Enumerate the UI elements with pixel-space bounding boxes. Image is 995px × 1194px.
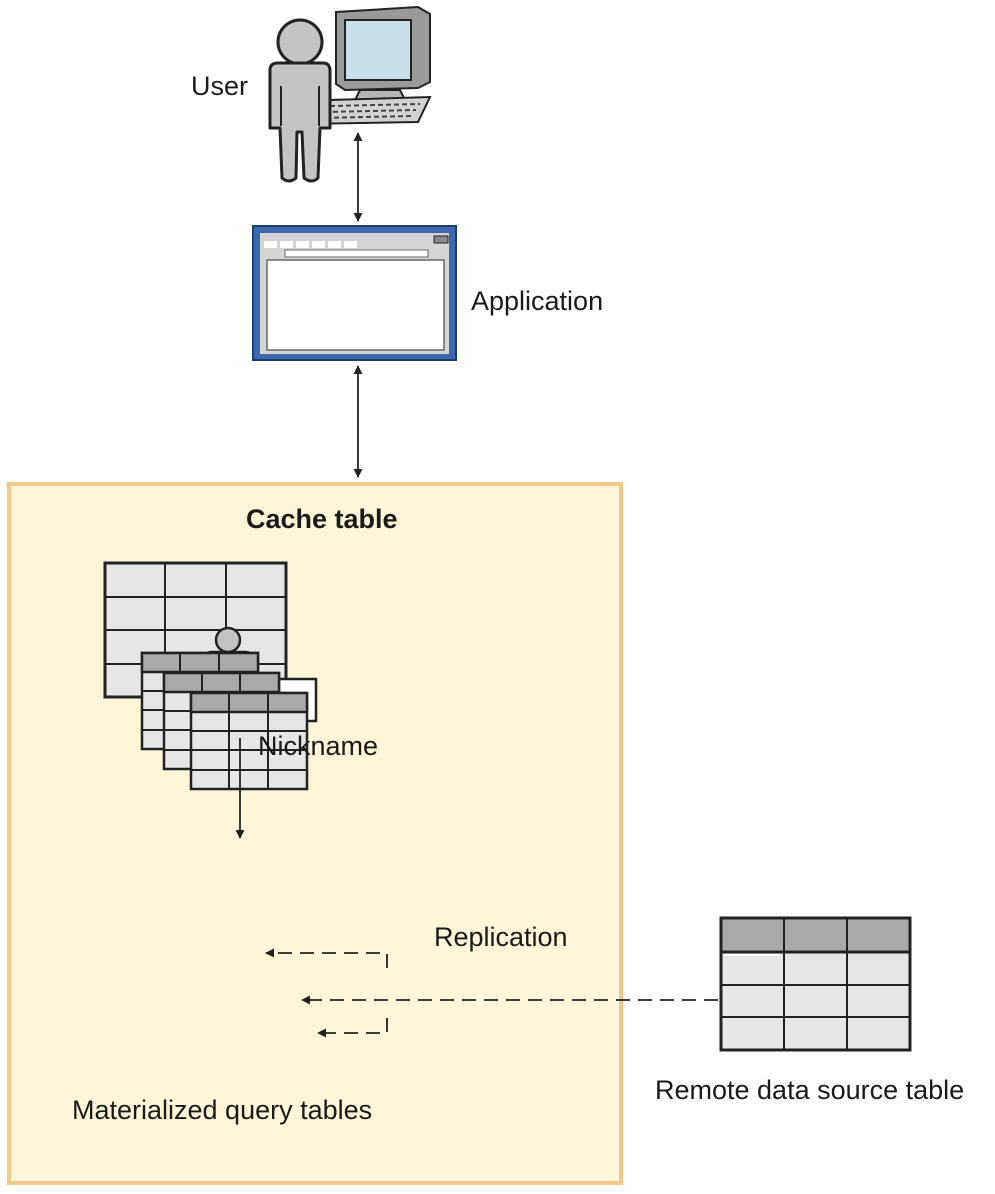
- remote-data-source-table-label: Remote data source table: [655, 1075, 965, 1105]
- application-label: Application: [471, 286, 604, 316]
- cache-table-title: Cache table: [246, 504, 398, 534]
- materialized-query-tables-icon: [140, 651, 309, 791]
- application-window-icon: [252, 225, 457, 361]
- nickname-label: Nickname: [258, 731, 379, 761]
- materialized-query-tables-label: Materialized query tables: [72, 1095, 373, 1125]
- mqt-table-front: [189, 691, 309, 791]
- user-icon: [268, 5, 432, 183]
- replication-connector: [265, 948, 718, 1038]
- cache-table-region: [7, 482, 623, 1185]
- user-label: User: [191, 71, 249, 101]
- remote-data-source-table-icon: [719, 916, 912, 1052]
- replication-label: Replication: [434, 922, 568, 952]
